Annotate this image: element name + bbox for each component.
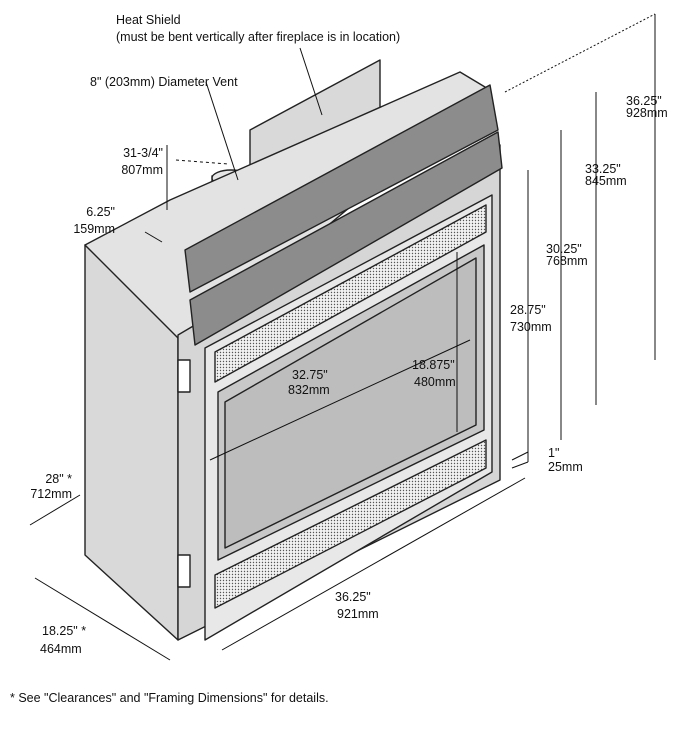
width-in: 36.25" — [335, 590, 371, 604]
total-height-in: 36.25" — [626, 94, 662, 108]
top-louver — [214, 204, 487, 383]
bottom-louver — [214, 439, 487, 609]
height-3-mm: 768mm — [546, 254, 588, 268]
firebox-back-wall — [224, 257, 477, 549]
depth-mm: 464mm — [40, 642, 82, 656]
vent-height-in: 31-3/4" — [123, 146, 163, 160]
width-mm: 921mm — [337, 607, 379, 621]
top-gray-band — [184, 84, 499, 293]
opening-width-mm: 832mm — [288, 383, 330, 397]
firebox-height-in: 18.875" — [412, 358, 455, 372]
height-2-mm: 845mm — [585, 174, 627, 188]
vent-offset-in: 6.25" — [86, 205, 115, 219]
vent-offset-mm: 159mm — [73, 222, 115, 236]
height-2-in: 33.25" — [585, 162, 621, 176]
height-3-in: 30.25" — [546, 242, 582, 256]
vent-label: 8" (203mm) Diameter Vent — [90, 75, 238, 89]
lower-gray-band — [189, 131, 503, 346]
total-height-mm: 928mm — [626, 106, 668, 120]
heat-shield-note: (must be bent vertically after fireplace… — [116, 30, 401, 44]
vent-height-mm: 807mm — [121, 163, 163, 177]
depth-in: 18.25" * — [42, 624, 87, 638]
lower-hinge — [177, 554, 191, 588]
footnote: * See "Clearances" and "Framing Dimensio… — [10, 691, 329, 705]
side-depth-in: 28" * — [45, 472, 72, 486]
side-depth-mm: 712mm — [30, 487, 72, 501]
heat-shield-label: Heat Shield — [116, 13, 181, 27]
opening-width-in: 32.75" — [292, 368, 328, 382]
upper-hinge — [177, 359, 191, 393]
base-mm: 25mm — [548, 460, 583, 474]
opening-height-mm: 730mm — [510, 320, 552, 334]
dimension-lines — [29, 13, 656, 661]
firebox-height-mm: 480mm — [414, 375, 456, 389]
base-in: 1" — [548, 446, 560, 460]
opening-height-in: 28.75" — [510, 303, 546, 317]
